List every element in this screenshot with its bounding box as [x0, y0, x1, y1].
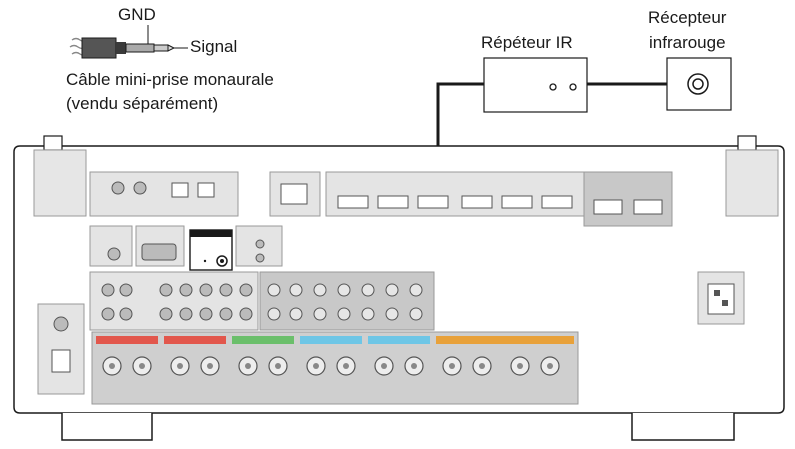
ir-receiver-label-line2: infrarouge	[649, 33, 726, 52]
gnd-label: GND	[118, 5, 156, 24]
ir-repeater	[483, 57, 588, 113]
ir-repeater-label: Répéteur IR	[481, 33, 573, 52]
av-receiver-rear-panel	[13, 135, 785, 441]
ir-receiver-label-line1: Récepteur	[648, 8, 727, 27]
cable-caption-line1: Câble mini-prise monaurale	[66, 70, 274, 89]
mini-plug-cable	[69, 25, 188, 59]
cable-caption-line2: (vendu séparément)	[66, 94, 219, 113]
ir-receiver	[666, 57, 732, 111]
signal-label: Signal	[190, 37, 238, 56]
